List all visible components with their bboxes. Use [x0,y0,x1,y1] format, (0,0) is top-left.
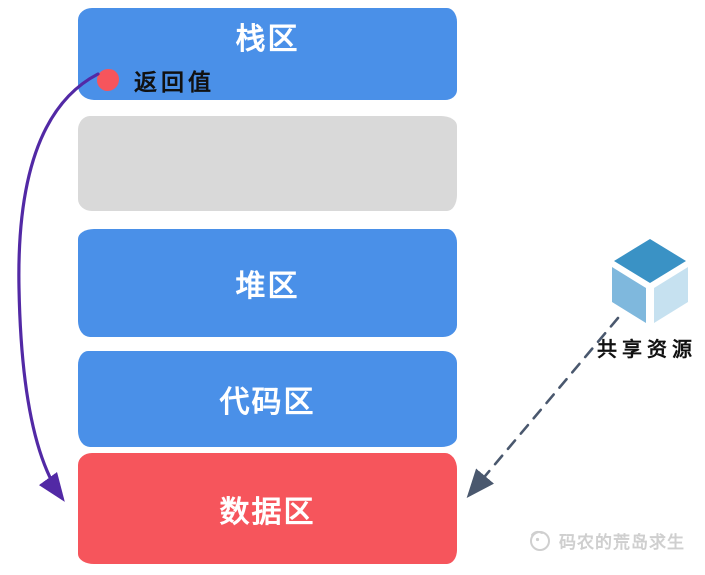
block-heap: 堆区 [78,229,457,337]
shared-resource-label: 共享资源 [597,337,697,361]
return-value-dot [97,69,119,91]
watermark-bird-icon [530,530,550,551]
block-data: 数据区 [78,453,457,564]
watermark-text: 码农的荒岛求生 [559,532,685,552]
return-value-annotation: 返回值 [97,63,215,97]
shared-resource-cube-icon [611,238,689,324]
block-data-label: 数据区 [219,495,316,529]
block-code: 代码区 [78,351,457,447]
block-stack: 栈区 返回值 [78,8,457,100]
block-reserved [78,116,457,211]
cube-right-face [654,267,688,323]
block-code-label: 代码区 [219,386,316,419]
block-heap-label: 堆区 [235,270,300,303]
cube-top-face [614,239,686,283]
cube-left-face [612,267,646,323]
block-stack-label: 栈区 [235,23,300,56]
watermark: 码农的荒岛求生 [527,527,685,553]
return-value-label: 返回值 [134,69,215,96]
